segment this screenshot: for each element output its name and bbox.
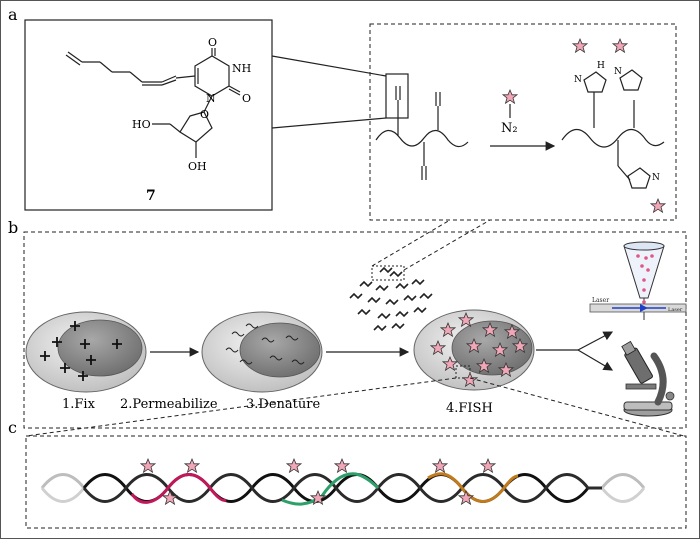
helix-star-icon-9 (458, 490, 474, 505)
panel-c-dashed-box (25, 435, 687, 529)
panel-b-letter: b (8, 218, 18, 237)
step-2-label: 2.Permeabilize (120, 397, 218, 412)
click-chemistry-box: N₂ N H N N (369, 23, 677, 221)
atom-ho: HO (132, 118, 151, 131)
atom-o-ring: O (200, 108, 209, 121)
panel-b-dashed-box (23, 231, 687, 429)
probe-green-strand (281, 472, 380, 506)
panel-c-letter: c (8, 418, 17, 437)
reagent-label: N₂ (501, 121, 518, 136)
branch-arrow-down (577, 349, 614, 371)
atom-nh: NH (232, 62, 251, 75)
panel-a-letter: a (8, 5, 18, 24)
reagent-star-icon (502, 89, 518, 104)
step-1-label: 1.Fix (62, 397, 96, 412)
atom-o-top: O (208, 36, 217, 49)
helix-star-icon-2 (184, 458, 200, 473)
triazole-h-1: H (597, 61, 605, 71)
product-star-icon-1 (572, 38, 588, 53)
chromatin-squiggles (225, 323, 305, 365)
microscope-icon (621, 340, 675, 417)
laser-label: Laser (592, 297, 609, 304)
dna-triazole-product (561, 69, 665, 189)
triazole-n-1: N (574, 75, 582, 85)
product-star-icon-2 (612, 38, 628, 53)
deoxyribose-ring (152, 111, 213, 158)
dna-double-helix (40, 472, 646, 506)
helix-star-icon-8 (480, 458, 496, 473)
product-star-icon-3 (650, 198, 666, 213)
step-3-label: 3.Denature (246, 397, 320, 412)
zoom-dash-c-right (469, 377, 685, 437)
branch-arrow-up (577, 331, 614, 351)
zoom-dash-right (403, 219, 491, 271)
triazole-n-3: N (652, 173, 660, 183)
probe-magenta-strand (130, 473, 227, 504)
alkyne-highlight-box (385, 73, 409, 119)
fix-crosslink-marks (40, 321, 122, 381)
probe-cluster (349, 266, 433, 332)
dna-alkyne-strand (375, 86, 469, 180)
detector-label: Laser (668, 307, 683, 313)
helix-star-icon-4 (286, 458, 302, 473)
helix-star-icon-5 (334, 458, 350, 473)
compound-box: O NH O N HO O OH 7 (24, 19, 273, 211)
atom-oh: OH (188, 160, 207, 173)
probe-orange-strand (427, 472, 519, 503)
uracil-ring (175, 48, 241, 113)
cell-permeabilize (201, 311, 323, 393)
alkyne-chain (65, 51, 177, 86)
zoom-line-bottom (271, 117, 387, 129)
triazole-n-2: N (614, 67, 622, 77)
atom-n: N (206, 92, 216, 105)
zoom-line-top (271, 55, 387, 77)
flow-cytometry-icon: Laser Laser (589, 241, 687, 320)
cell-fix (25, 311, 147, 393)
zoom-dash-c-left (25, 377, 457, 437)
zoom-dash-left (371, 219, 451, 267)
atom-o-right: O (242, 92, 251, 105)
probe-cluster-highlight (371, 265, 405, 281)
helix-star-icon-7 (432, 458, 448, 473)
step-4-label: 4.FISH (446, 401, 493, 416)
compound-number: 7 (146, 188, 156, 204)
helix-star-icon-1 (140, 458, 156, 473)
cell-fish (413, 309, 535, 391)
